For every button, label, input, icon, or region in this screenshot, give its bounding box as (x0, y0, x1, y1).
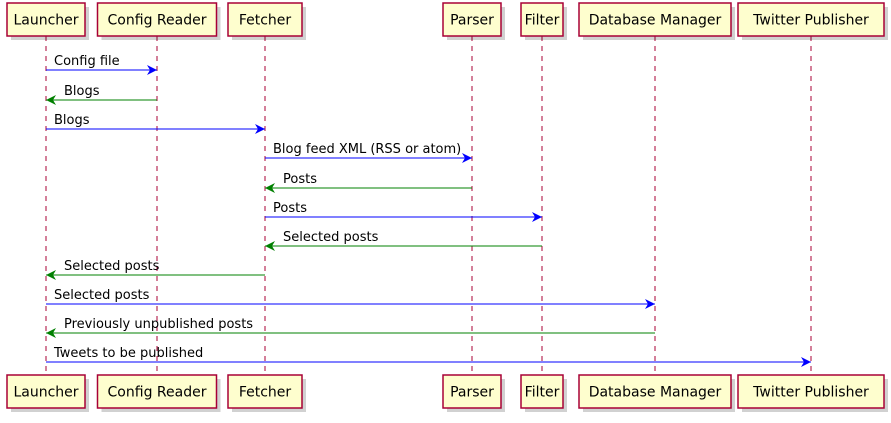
participant-box (737, 374, 885, 409)
participant-bottom-config-reader: Config Reader (96, 374, 221, 412)
participant-box (737, 2, 885, 37)
participant-top-config-reader: Config Reader (96, 2, 221, 40)
participant-bottom-launcher: Launcher (6, 374, 89, 412)
participant-top-filter: Filter (520, 2, 567, 40)
participant-label: Config Reader (108, 13, 207, 29)
participant-box (6, 374, 86, 409)
message-4: Blog feed XML (RSS or atom) (265, 142, 472, 163)
message-5: Posts (265, 172, 472, 193)
participant-label: Launcher (13, 385, 78, 401)
participant-box (6, 2, 86, 37)
participant-top-parser: Parser (442, 2, 505, 40)
participant-bottom-twitter-publisher: Twitter Publisher (737, 374, 888, 412)
participant-box (227, 2, 303, 37)
message-6: Posts (265, 201, 542, 222)
message-label: Selected posts (54, 288, 150, 303)
participant-label: Parser (450, 385, 494, 401)
participant-box (442, 374, 502, 409)
participant-label: Fetcher (239, 385, 292, 401)
participant-box (227, 374, 303, 409)
message-2: Blogs (46, 84, 157, 105)
participant-label: Config Reader (108, 385, 207, 401)
participant-label: Database Manager (589, 13, 722, 29)
message-label: Previously unpublished posts (64, 317, 253, 332)
message-label: Blog feed XML (RSS or atom) (273, 142, 461, 157)
participant-box (578, 374, 732, 409)
participant-bottom-fetcher: Fetcher (227, 374, 306, 412)
message-8: Selected posts (46, 259, 265, 280)
message-label: Blogs (54, 113, 90, 128)
message-label: Selected posts (283, 230, 379, 245)
participant-bottom-database-manager: Database Manager (578, 374, 735, 412)
participant-label: Parser (450, 13, 494, 29)
participant-box (578, 2, 732, 37)
message-3: Blogs (46, 113, 265, 134)
message-label: Posts (273, 201, 307, 216)
participant-bottom-parser: Parser (442, 374, 505, 412)
message-label: Selected posts (64, 259, 160, 274)
participant-top-launcher: Launcher (6, 2, 89, 40)
participant-box (96, 374, 218, 409)
participant-bottom-filter: Filter (520, 374, 567, 412)
participant-box (96, 2, 218, 37)
participant-label: Filter (525, 13, 560, 29)
participant-box (520, 2, 564, 37)
message-9: Selected posts (46, 288, 655, 309)
participant-label: Database Manager (589, 385, 722, 401)
message-1: Config file (46, 54, 157, 75)
message-11: Tweets to be published (46, 346, 811, 367)
participant-label: Launcher (13, 13, 78, 29)
message-10: Previously unpublished posts (46, 317, 655, 338)
message-7: Selected posts (265, 230, 542, 251)
participant-label: Twitter Publisher (752, 385, 869, 401)
participant-label: Fetcher (239, 13, 292, 29)
message-label: Tweets to be published (53, 346, 203, 361)
participant-top-twitter-publisher: Twitter Publisher (737, 2, 888, 40)
participant-top-database-manager: Database Manager (578, 2, 735, 40)
message-label: Config file (54, 54, 120, 69)
message-label: Blogs (64, 84, 100, 99)
participant-box (442, 2, 502, 37)
participant-label: Twitter Publisher (752, 13, 869, 29)
participant-top-fetcher: Fetcher (227, 2, 306, 40)
message-label: Posts (283, 172, 317, 187)
participant-label: Filter (525, 385, 560, 401)
participant-box (520, 374, 564, 409)
